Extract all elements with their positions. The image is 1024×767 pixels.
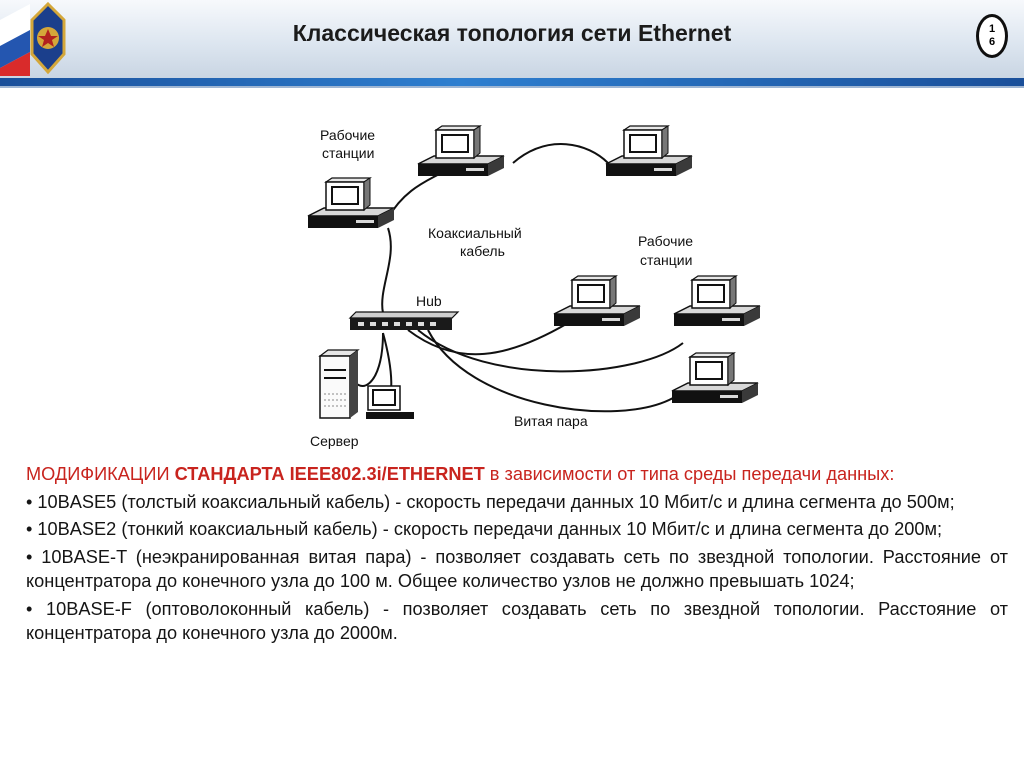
twisted-pair-cable	[417, 329, 684, 373]
label-twisted-pair: Витая пара	[514, 413, 588, 429]
workstation-icon	[417, 125, 505, 177]
workstation-icon	[307, 177, 395, 229]
workstation-icon	[553, 275, 641, 327]
slide-title: Классическая топология сети Ethernet	[292, 20, 732, 46]
coax-cable	[512, 143, 609, 164]
label-coax-cable: Коаксиальный	[428, 225, 522, 241]
page-number-badge: 16	[976, 14, 1008, 58]
intro-red-part-2: в зависимости от типа среды передачи дан…	[484, 464, 895, 484]
header-stripe	[0, 78, 1024, 86]
list-item-10base-f: • 10BASE-F (оптоволоконный кабель) - поз…	[26, 598, 1008, 644]
list-item-10base-t: • 10BASE-T (неэкранированная витая пара)…	[26, 546, 1008, 592]
slide-header	[0, 0, 1024, 78]
label-workstations-2: станции	[640, 252, 692, 268]
label-workstations-2: Рабочие	[638, 233, 693, 249]
workstation-icon	[673, 275, 761, 327]
list-item-10base2: • 10BASE2 (тонкий коаксиальный кабель) -…	[26, 519, 943, 539]
network-diagram: Рабочие станции Коаксиальный кабель Рабо…	[307, 125, 761, 449]
emblem-icon	[0, 1, 66, 76]
label-coax-cable: кабель	[460, 243, 505, 259]
label-server: Сервер	[310, 433, 359, 449]
intro-red-part-1: МОДИФИКАЦИИ	[26, 464, 175, 484]
intro-standard-name: СТАНДАРТА IEEE802.3i/ETHERNET	[174, 464, 485, 484]
twisted-pair-cable	[427, 329, 674, 413]
page-number: 16	[988, 23, 996, 48]
intro-paragraph: МОДИФИКАЦИИ СТАНДАРТА IEEE802.3i/ETHERNE…	[26, 462, 1008, 487]
label-workstations-1: Рабочие	[320, 127, 375, 143]
label-hub: Hub	[416, 293, 442, 309]
workstation-icon	[605, 125, 693, 177]
workstation-icon	[671, 352, 759, 404]
server-icon	[318, 349, 360, 419]
twisted-pair-cable	[407, 322, 569, 356]
hub-icon	[348, 311, 460, 330]
header-stripe-line	[0, 86, 1024, 88]
coax-cable	[381, 227, 392, 314]
label-workstations-1: станции	[322, 145, 374, 161]
list-item-10base5: • 10BASE5 (толстый коаксиальный кабель) …	[26, 491, 955, 512]
body-text: МОДИФИКАЦИИ СТАНДАРТА IEEE802.3i/ETHERNE…	[26, 462, 1008, 649]
server-monitor-icon	[366, 385, 414, 419]
